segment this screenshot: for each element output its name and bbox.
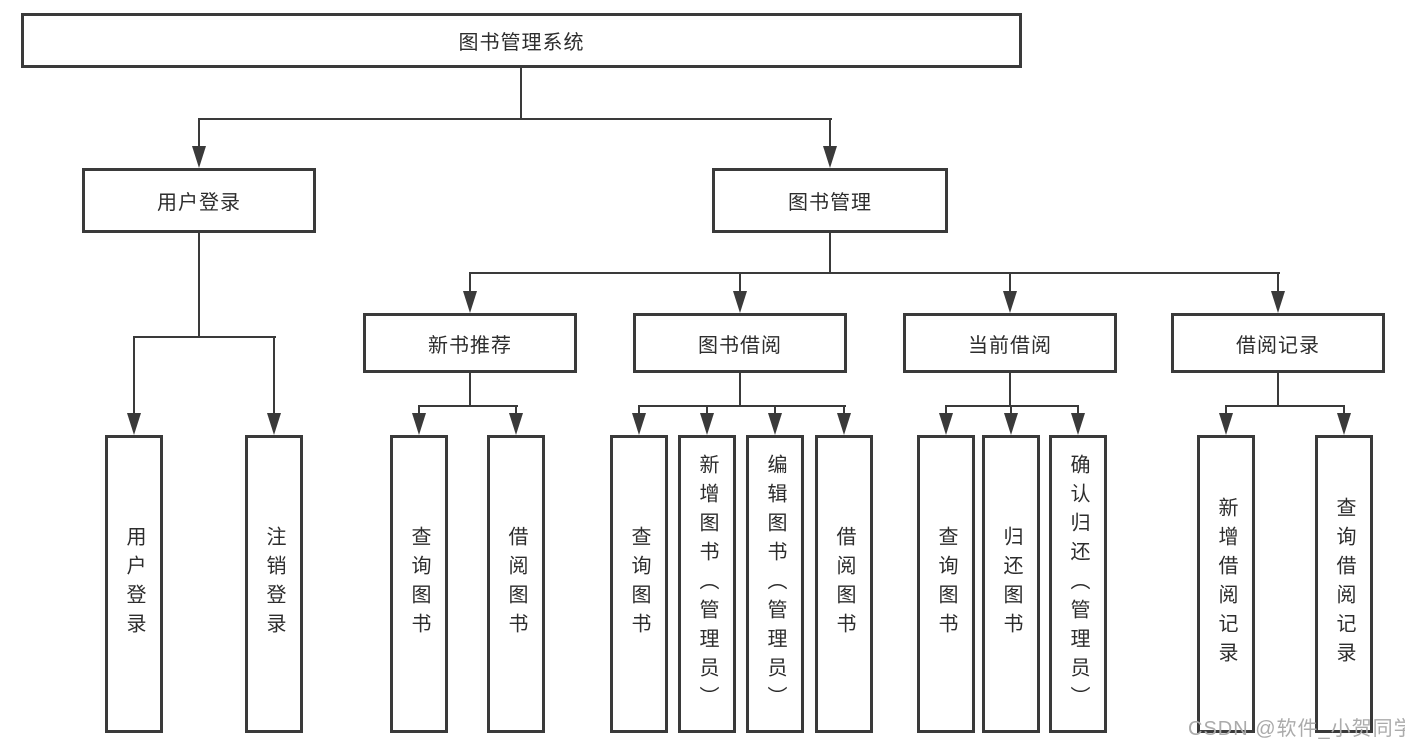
node-leaf-borrow-books-1: 借阅图书 — [487, 435, 545, 733]
connector-to-user-login-stem — [198, 118, 200, 148]
connector-records-rail — [1225, 405, 1345, 407]
connector-leaf-stem — [843, 405, 845, 415]
node-new-book-recommend: 新书推荐 — [363, 313, 577, 373]
node-leaf-borrow-books-2: 借阅图书 — [815, 435, 873, 733]
node-leaf-query-books-1: 查询图书 — [390, 435, 448, 733]
connector-new-book-stem — [469, 373, 471, 407]
arrowhead-down-icon — [463, 291, 477, 313]
arrowhead-down-icon — [1271, 291, 1285, 313]
arrowhead-down-icon — [192, 146, 206, 168]
node-book-management: 图书管理 — [712, 168, 948, 233]
connector-root-rail — [198, 118, 832, 120]
connector-to-current-stem — [1009, 272, 1011, 293]
connector-current-stem — [1009, 373, 1011, 407]
connector-records-stem — [1277, 373, 1279, 407]
arrowhead-down-icon — [632, 413, 646, 435]
node-current-borrowing: 当前借阅 — [903, 313, 1117, 373]
connector-leaf-stem — [638, 405, 640, 415]
csdn-watermark: CSDN @软件_小贺同学 — [1188, 718, 1405, 740]
arrowhead-down-icon — [1003, 291, 1017, 313]
connector-book-mgmt-stem — [829, 233, 831, 274]
arrowhead-down-icon — [127, 413, 141, 435]
connector-new-book-rail — [418, 405, 518, 407]
connector-leaf-stem — [774, 405, 776, 415]
connector-to-borrowing-stem — [739, 272, 741, 293]
connector-current-rail — [945, 405, 1079, 407]
arrowhead-down-icon — [768, 413, 782, 435]
node-current-borrowing-label: 当前借阅 — [968, 334, 1052, 357]
arrowhead-down-icon — [700, 413, 714, 435]
node-user-login: 用户登录 — [82, 168, 316, 233]
connector-borrowing-rail — [638, 405, 846, 407]
connector-leaf-stem — [418, 405, 420, 415]
arrowhead-down-icon — [837, 413, 851, 435]
node-book-management-label: 图书管理 — [788, 192, 872, 214]
node-root: 图书管理系统 — [21, 13, 1022, 68]
connector-leaf-stem — [945, 405, 947, 415]
arrowhead-down-icon — [1071, 413, 1085, 435]
connector-leaf-stem — [515, 405, 517, 415]
connector-leaf-stem — [1077, 405, 1079, 415]
connector-root-stem — [520, 68, 522, 120]
connector-borrowing-stem — [739, 373, 741, 407]
arrowhead-down-icon — [823, 146, 837, 168]
connector-user-login-stem — [198, 233, 200, 338]
connector-leaf-stem — [1010, 405, 1012, 415]
node-leaf-add-books-admin: 新增图书（管理员） — [678, 435, 736, 733]
node-leaf-query-borrow-record: 查询借阅记录 — [1315, 435, 1373, 733]
connector-leaf-stem — [1225, 405, 1227, 415]
connector-to-records-stem — [1277, 272, 1279, 293]
arrowhead-down-icon — [509, 413, 523, 435]
arrowhead-down-icon — [1219, 413, 1233, 435]
node-root-label: 图书管理系统 — [458, 32, 585, 54]
node-book-borrowing: 图书借阅 — [633, 313, 847, 373]
arrowhead-down-icon — [1337, 413, 1351, 435]
node-borrowing-records: 借阅记录 — [1171, 313, 1385, 373]
arrowhead-down-icon — [939, 413, 953, 435]
node-new-book-recommend-label: 新书推荐 — [428, 334, 512, 357]
connector-leaf-stem — [273, 336, 275, 415]
connector-leaf-stem — [1343, 405, 1345, 415]
arrowhead-down-icon — [1004, 413, 1018, 435]
arrowhead-down-icon — [412, 413, 426, 435]
arrowhead-down-icon — [733, 291, 747, 313]
node-borrowing-records-label: 借阅记录 — [1236, 334, 1320, 357]
connector-leaf-stem — [133, 336, 135, 415]
arrowhead-down-icon — [267, 413, 281, 435]
connector-book-mgmt-rail — [469, 272, 1280, 274]
node-leaf-return-books: 归还图书 — [982, 435, 1040, 733]
connector-to-new-book-stem — [469, 272, 471, 293]
connector-to-book-mgmt-stem — [829, 118, 831, 148]
node-leaf-add-borrow-record: 新增借阅记录 — [1197, 435, 1255, 733]
node-user-login-label: 用户登录 — [157, 192, 241, 214]
node-book-borrowing-label: 图书借阅 — [698, 334, 782, 357]
node-leaf-edit-books-admin: 编辑图书（管理员） — [746, 435, 804, 733]
node-leaf-query-books-2: 查询图书 — [610, 435, 668, 733]
node-leaf-user-login: 用户登录 — [105, 435, 163, 733]
node-leaf-logout: 注销登录 — [245, 435, 303, 733]
connector-user-login-rail — [133, 336, 276, 338]
node-leaf-confirm-return-admin: 确认归还（管理员） — [1049, 435, 1107, 733]
node-leaf-query-books-3: 查询图书 — [917, 435, 975, 733]
connector-leaf-stem — [706, 405, 708, 415]
